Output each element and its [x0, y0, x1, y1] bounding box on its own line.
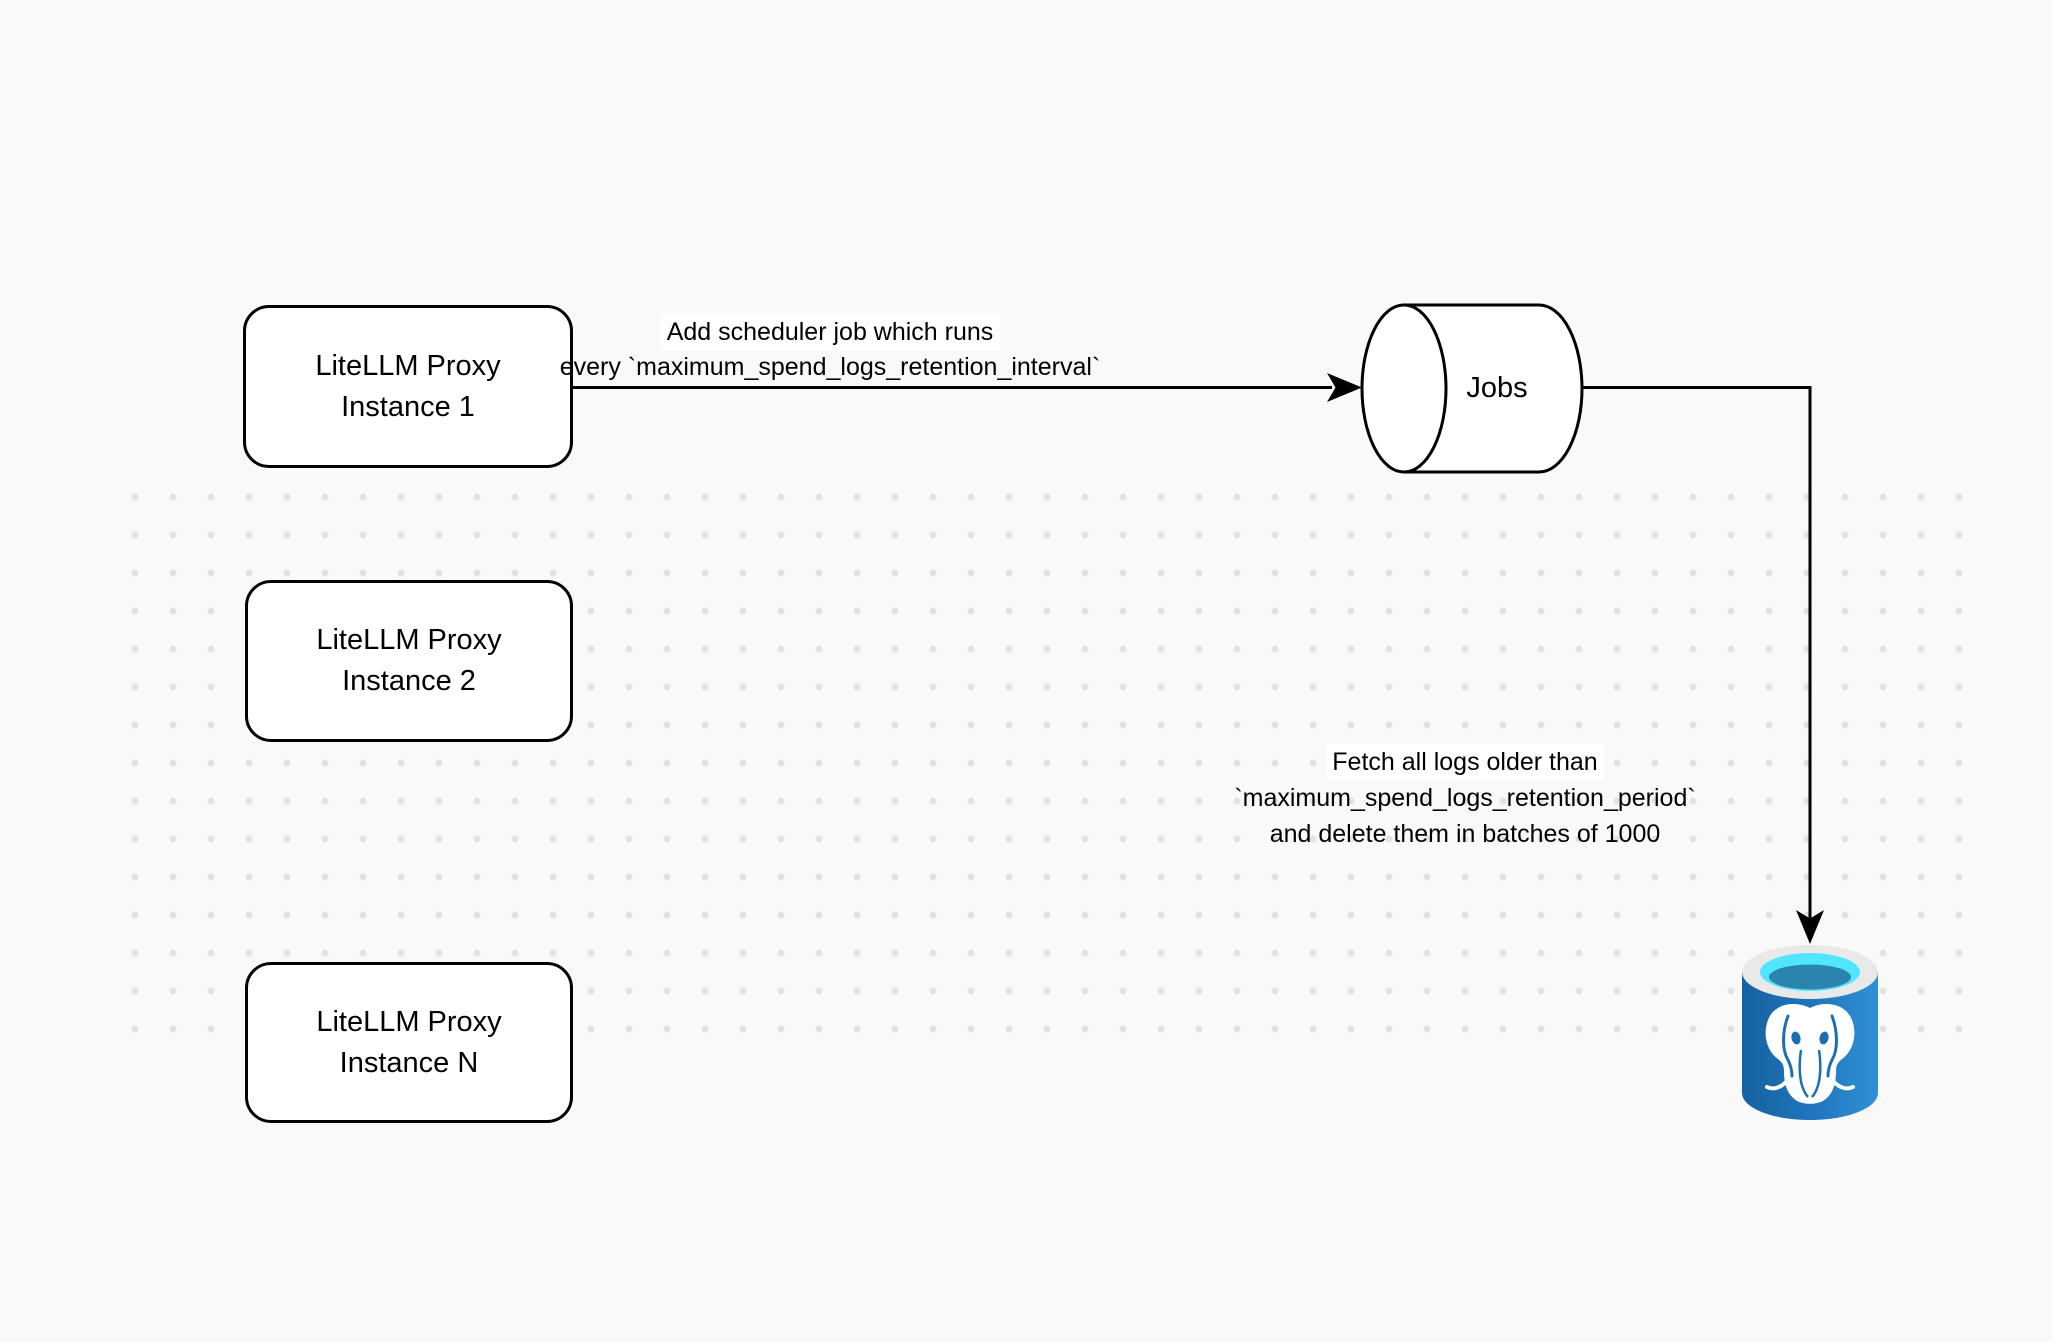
node-label-line: Instance 1 — [341, 390, 475, 423]
node-litellm-proxy-instance-n: LiteLLM Proxy Instance N — [245, 962, 573, 1123]
node-litellm-proxy-instance-2: LiteLLM Proxy Instance 2 — [245, 580, 573, 742]
edge-label-line: Fetch all logs older than — [1234, 744, 1695, 780]
jobs-cylinder-cap — [1360, 303, 1448, 474]
edge-label-line: `maximum_spend_logs_retention_period` — [1234, 784, 1696, 812]
node-label-line: LiteLLM Proxy — [315, 349, 501, 382]
node-litellm-proxy-instance-1: LiteLLM Proxy Instance 1 — [243, 305, 573, 468]
postgres-opening-shadow — [1769, 964, 1851, 990]
node-label-line: LiteLLM Proxy — [316, 624, 502, 656]
node-jobs-label: Jobs — [1466, 371, 1528, 404]
edge-label-line: and delete them in batches of 1000 — [1269, 820, 1661, 848]
postgres-elephant-icon — [1765, 1004, 1855, 1104]
edge-label-add-scheduler-job: Add scheduler job which runs every `maxi… — [559, 315, 1101, 385]
edge-label-fetch-delete-logs: Fetch all logs older than `maximum_spend… — [1234, 744, 1696, 852]
arrowhead-right-icon — [1327, 373, 1362, 402]
node-label-line: Instance N — [339, 1046, 479, 1079]
postgresql-database-icon — [1742, 945, 1878, 1120]
edge-label-line: Add scheduler job which runs — [560, 315, 1101, 350]
edge-label-text: Add scheduler job which runs — [660, 315, 1000, 350]
jobs-cylinder-shape — [1360, 303, 1584, 474]
jobs-cylinder-body — [1402, 303, 1584, 474]
edge-fetch-delete-line — [1582, 386, 1812, 926]
edge-label-line: every `maximum_spend_logs_retention_inte… — [559, 353, 1101, 381]
arrowhead-down-icon — [1796, 910, 1824, 944]
edge-label-text: Fetch all logs older than — [1326, 744, 1604, 780]
node-label-line: Instance 2 — [342, 665, 476, 697]
node-label-line: LiteLLM Proxy — [316, 1005, 502, 1038]
